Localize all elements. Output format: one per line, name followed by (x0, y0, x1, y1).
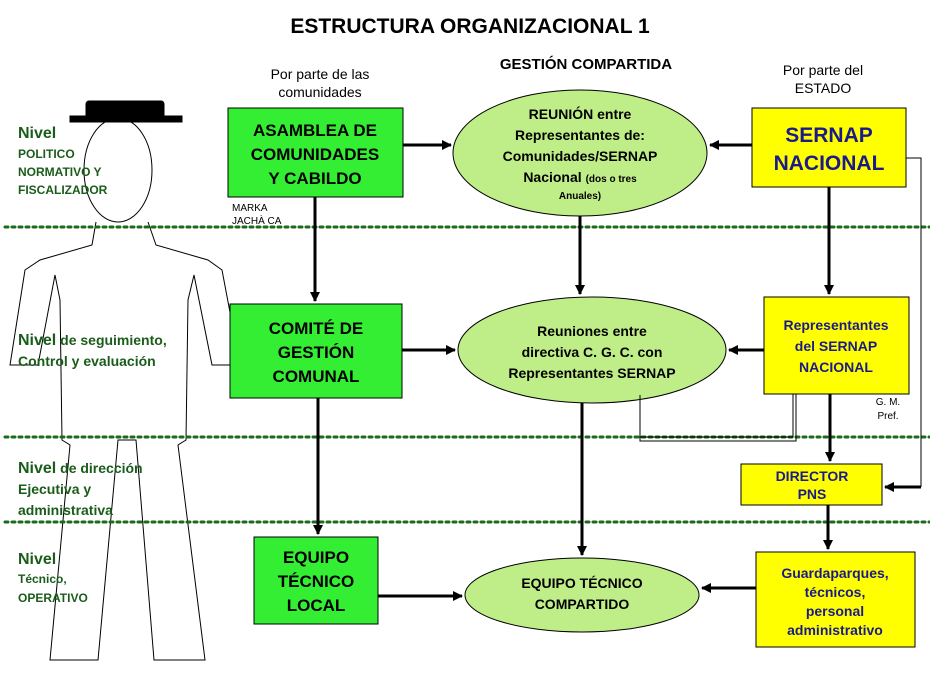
director-line-1: DIRECTOR (776, 468, 849, 484)
reuniones-ellipse: Reuniones entre directiva C. G. C. con R… (457, 296, 727, 404)
level-3-nivel: Nivel (18, 460, 56, 477)
level-4-line-2: Técnico, (18, 572, 67, 586)
equipo-compartido-ellipse: EQUIPO TÉCNICO COMPARTIDO (464, 557, 700, 633)
representantes-box: Representantes del SERNAP NACIONAL (763, 296, 910, 395)
sernap-line-2: NACIONAL (774, 152, 885, 175)
header-right-line-2: ESTADO (795, 80, 852, 96)
header-center: GESTIÓN COMPARTIDA (500, 55, 672, 73)
representantes-line-1: Representantes (783, 317, 888, 333)
equipo-local-box: EQUIPO TÉCNICO LOCAL (253, 536, 379, 625)
comite-line-2: GESTIÓN (278, 343, 355, 362)
gm-connector (640, 394, 794, 438)
level-3-line-2: Ejecutiva y (18, 481, 91, 497)
reunion-line-3: Comunidades/SERNAP (503, 148, 658, 164)
level-2-label: Nivel de seguimiento, Control y evaluaci… (18, 332, 167, 369)
comite-line-3: COMUNAL (273, 367, 360, 386)
level-2-line-1: Nivel de seguimiento, (18, 332, 167, 349)
person-figure (9, 100, 241, 661)
reunion-line-1: REUNIÓN entre (529, 105, 632, 122)
guardaparques-line-3: personal (806, 603, 864, 619)
asamblea-box: ASAMBLEA DE COMUNIDADES Y CABILDO (227, 107, 404, 198)
comite-box: COMITÉ DE GESTIÓN COMUNAL (229, 303, 403, 399)
header-left-line-2: comunidades (278, 84, 361, 100)
level-3-line-1: Nivel de dirección (18, 460, 143, 477)
reuniones-line-1: Reuniones entre (537, 323, 647, 339)
thin-connectors (639, 157, 922, 487)
header-left-line-1: Por parte de las (271, 66, 370, 82)
level-3-rest: de dirección (56, 460, 142, 476)
level-4-label: Nivel Técnico, OPERATIVO (18, 551, 88, 605)
equipo-local-line-2: TÉCNICO (278, 572, 355, 591)
guardaparques-line-2: técnicos, (805, 584, 866, 600)
marka-line-1: MARKA (232, 203, 268, 214)
header-left: Por parte de las comunidades (271, 66, 370, 100)
level-1-line-1: POLITICO (18, 147, 75, 161)
sernap-line-1: SERNAP (785, 124, 873, 147)
hat-crown (85, 100, 165, 120)
asamblea-line-1: ASAMBLEA DE (253, 121, 377, 140)
director-line-2: PNS (798, 486, 827, 502)
reunion-line-2: Representantes de: (515, 127, 645, 143)
head (83, 117, 153, 223)
representantes-line-3: NACIONAL (799, 359, 873, 375)
asamblea-line-3: Y CABILDO (268, 169, 361, 188)
level-2-rest: de seguimiento, (56, 332, 166, 348)
equipo-local-line-1: EQUIPO (283, 548, 349, 567)
reuniones-line-3: Representantes SERNAP (508, 365, 675, 381)
level-4-line-3: OPERATIVO (18, 591, 88, 605)
reunion-line-4: Nacional (dos o tres (523, 169, 637, 185)
gm-pref-label: G. M. Pref. (876, 397, 900, 422)
level-3-label: Nivel de dirección Ejecutiva y administr… (18, 460, 143, 518)
level-1-line-2: NORMATIVO Y (18, 165, 102, 179)
sernap-box: SERNAP NACIONAL (751, 107, 907, 188)
level-2-line-2: Control y evaluación (18, 353, 156, 369)
guardaparques-box: Guardaparques, técnicos, personal admini… (755, 551, 916, 648)
asamblea-line-2: COMUNIDADES (251, 145, 379, 164)
reunion-ellipse: REUNIÓN entre Representantes de: Comunid… (452, 89, 708, 217)
director-box: DIRECTOR PNS (740, 463, 883, 506)
reuniones-line-2: directiva C. G. C. con (522, 344, 663, 360)
comite-director-connector (639, 394, 797, 442)
level-2-nivel: Nivel (18, 332, 56, 349)
equipo-local-line-3: LOCAL (287, 596, 346, 615)
representantes-line-2: del SERNAP (795, 338, 877, 354)
header-right: Por parte del ESTADO (783, 62, 863, 96)
header-right-line-1: Por parte del (783, 62, 863, 78)
equipo-compartido-line-1: EQUIPO TÉCNICO (521, 575, 642, 591)
marka-line-2: JACHÀ CA (232, 214, 282, 227)
equipo-compartido-line-2: COMPARTIDO (535, 596, 630, 612)
level-3-line-3: administrativa (18, 502, 113, 518)
reunion-line-5: Anuales) (559, 191, 601, 202)
gm-line-1: G. M. (876, 397, 900, 408)
level-1-line-3: FISCALIZADOR (18, 183, 108, 197)
level-1-label: Nivel POLITICO NORMATIVO Y FISCALIZADOR (18, 125, 108, 197)
reunion-line-4a: Nacional (523, 169, 585, 185)
gm-line-2: Pref. (877, 411, 898, 422)
comite-line-1: COMITÉ DE (269, 319, 363, 338)
guardaparques-line-1: Guardaparques, (781, 565, 888, 581)
thick-arrows (310, 140, 921, 601)
sernap-director-side-line (906, 157, 922, 487)
guardaparques-line-4: administrativo (787, 622, 883, 638)
marka-label: MARKA JACHÀ CA (232, 203, 282, 227)
level-1-nivel: Nivel (18, 125, 56, 142)
level-4-nivel: Nivel (18, 551, 56, 568)
reunion-line-4b: (dos o tres (586, 174, 638, 185)
diagram-title: ESTRUCTURA ORGANIZACIONAL 1 (290, 15, 650, 38)
